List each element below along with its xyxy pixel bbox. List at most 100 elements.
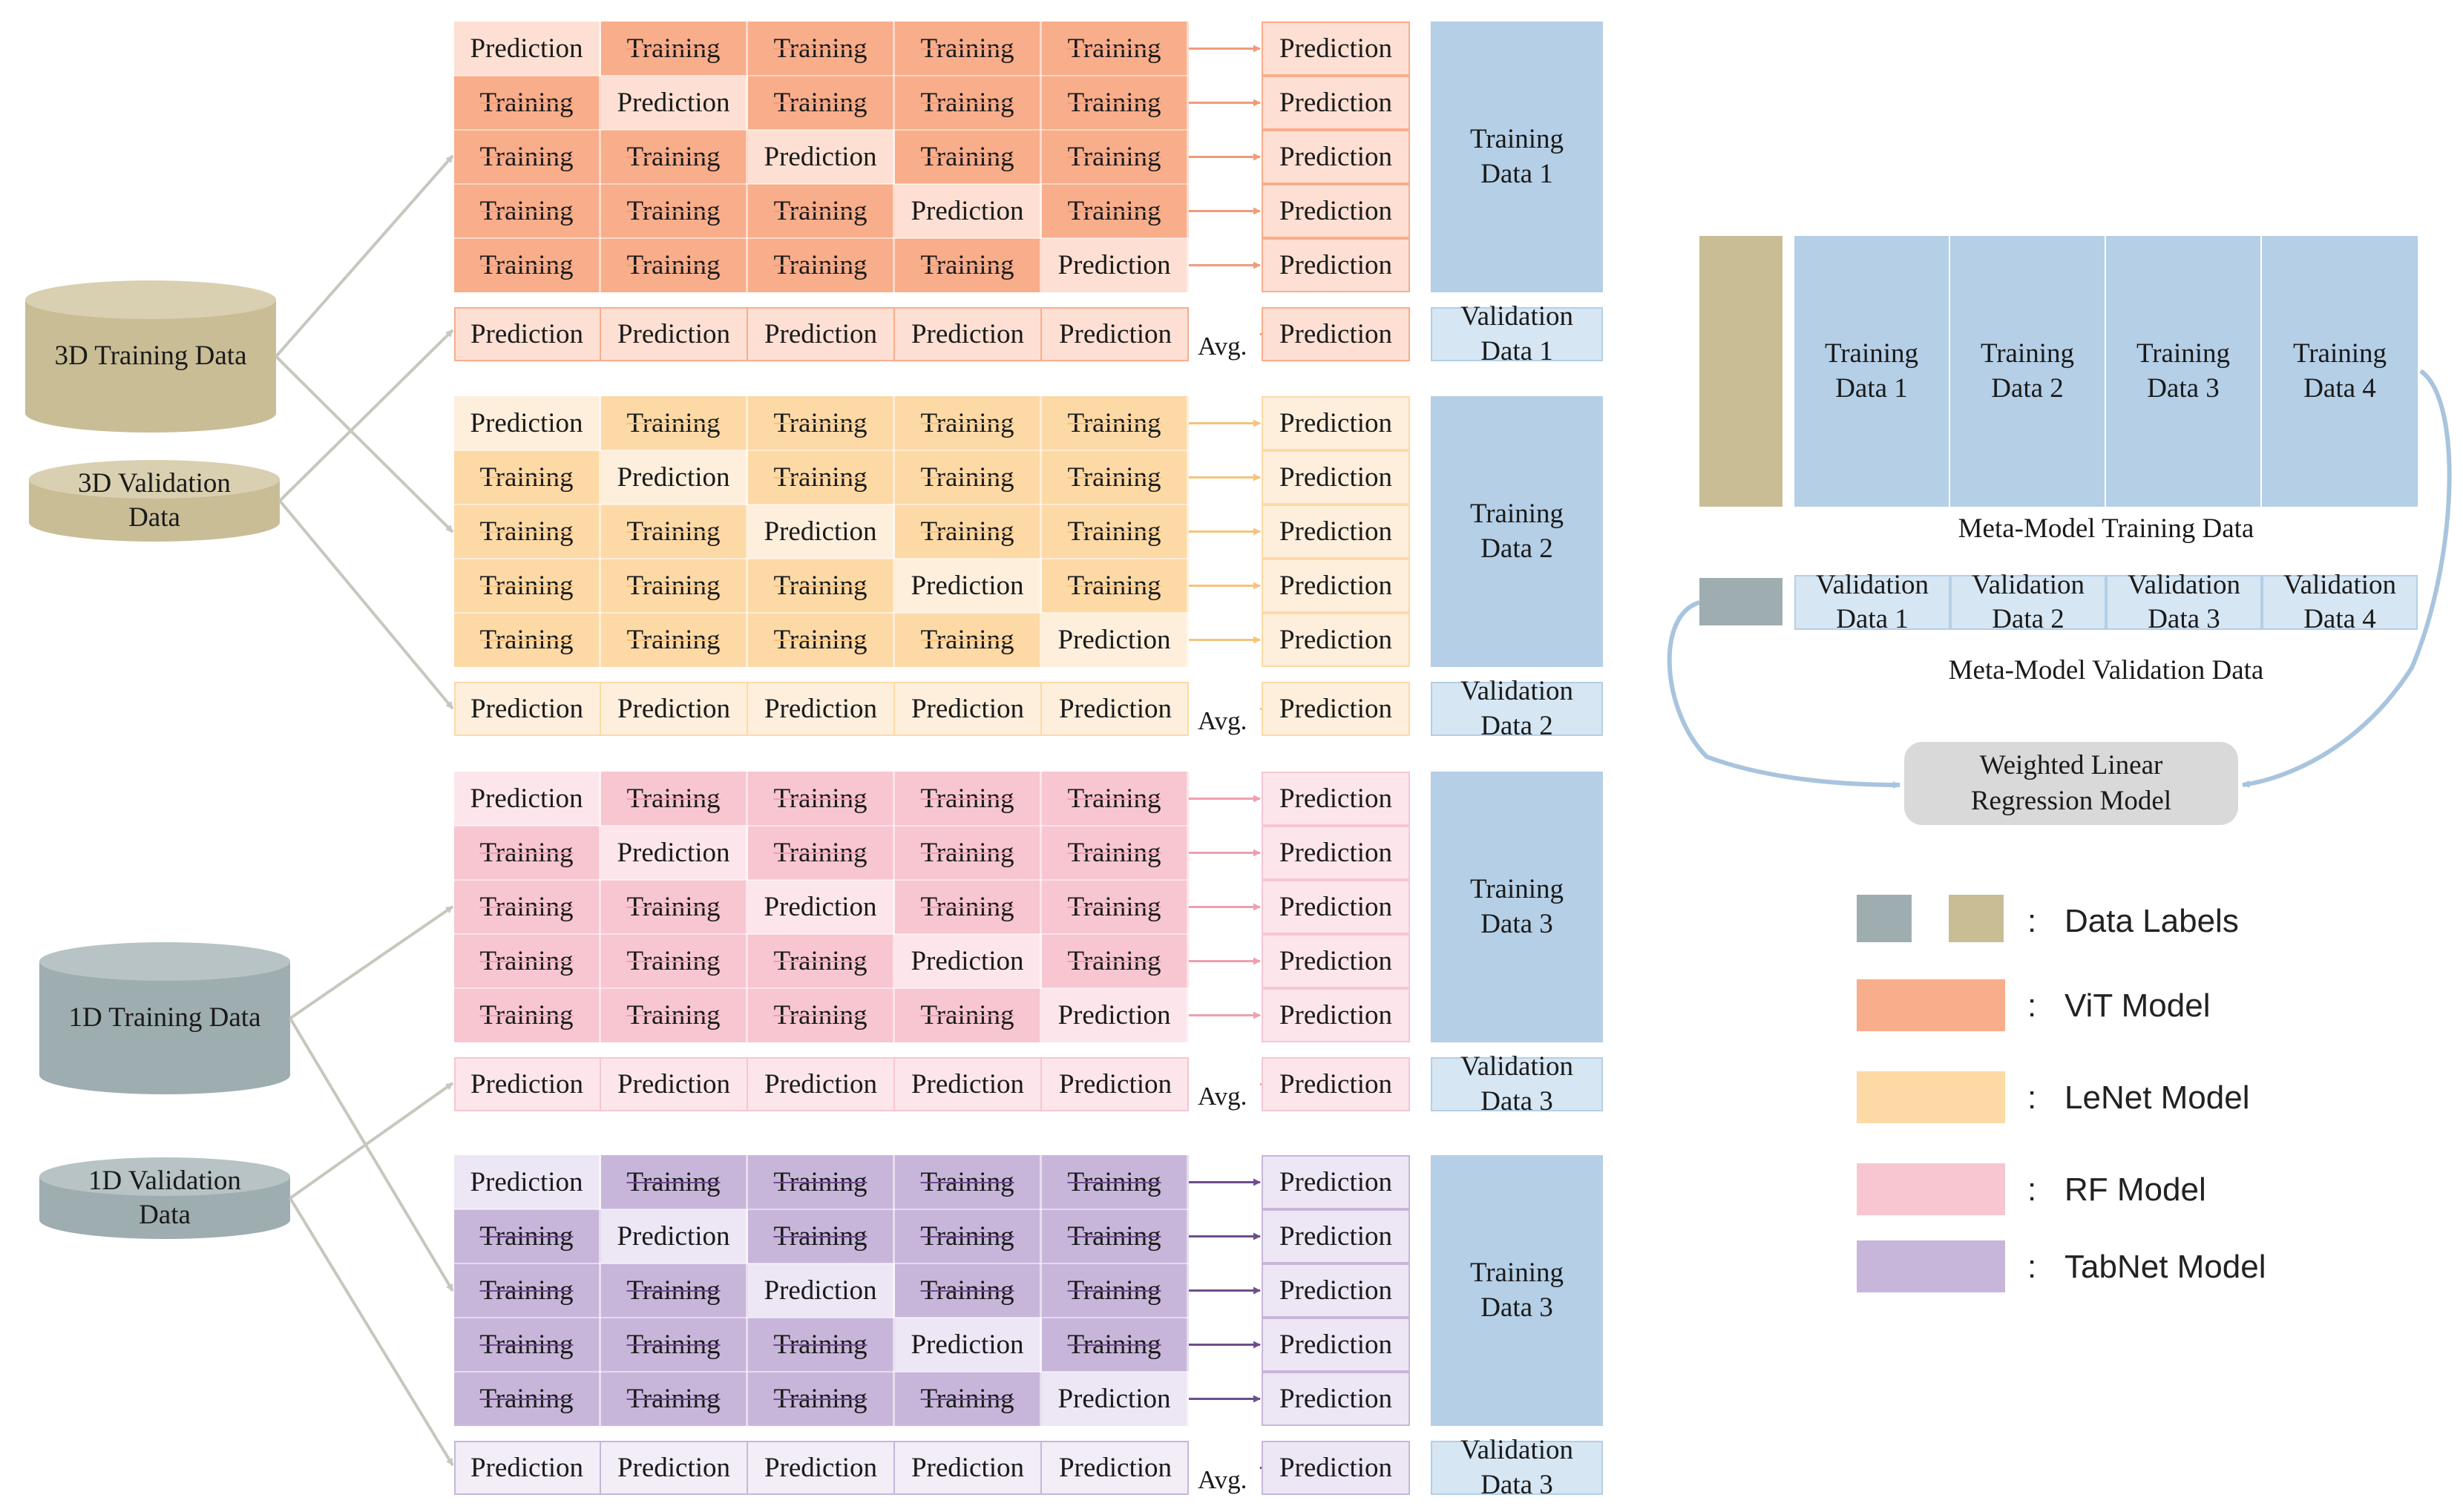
fold-training-cell: Training (1042, 1263, 1189, 1318)
fold-training-cell: Training (601, 184, 748, 238)
meta-validation-cell: Validation Data 3 (2106, 570, 2262, 634)
fold-training-cell: Training (1042, 826, 1189, 880)
fold-output-prediction: Prediction (1262, 504, 1410, 559)
fold-output-prediction: Prediction (1262, 238, 1410, 292)
data-flow-connector (289, 1017, 454, 1292)
fold-training-cell: Training (895, 22, 1042, 76)
row-divider (454, 1317, 1189, 1318)
validation-labels-block (1699, 578, 1783, 625)
validation-row (454, 1057, 1189, 1111)
validation-prediction-cell: Prediction (748, 1057, 895, 1111)
validation-row (454, 307, 1189, 361)
fold-training-cell: Training (748, 559, 895, 613)
validation-prediction-cell: Prediction (895, 307, 1042, 361)
fold-training-cell: Training (601, 613, 748, 667)
fold-training-cell: Training (454, 880, 601, 934)
fold-training-cell: Training (601, 396, 748, 450)
data-flow-connector (278, 499, 454, 710)
legend-label: LeNet Model (2064, 1079, 2250, 1116)
validation-prediction-cell: Prediction (601, 1057, 748, 1111)
legend-colon: : (2027, 1249, 2037, 1285)
fold-prediction-cell: Prediction (1042, 238, 1189, 292)
fold-training-cell: Training (454, 238, 601, 292)
fold-prediction-cell: Prediction (895, 184, 1042, 238)
fold-prediction-cell: Prediction (895, 559, 1042, 613)
fold-training-cell: Training (1042, 504, 1189, 559)
fold-training-cell: Training (1042, 396, 1189, 450)
row-divider (454, 558, 1189, 559)
fold-training-cell: Training (895, 1209, 1042, 1263)
fold-training-cell: Training (601, 988, 748, 1042)
fold-training-cell: Training (454, 130, 601, 184)
fold-prediction-cell: Prediction (748, 504, 895, 559)
fold-prediction-cell: Prediction (454, 396, 601, 450)
cylinder-label: 1D Validation Data (88, 1165, 241, 1230)
fold-training-cell: Training (601, 22, 748, 76)
fold-output-prediction: Prediction (1262, 1263, 1410, 1318)
training-to-regression-arrow (2242, 369, 2452, 788)
averaged-prediction: Prediction (1262, 1441, 1410, 1495)
fold-output-prediction: Prediction (1262, 1209, 1410, 1263)
fold-output-prediction: Prediction (1262, 934, 1410, 988)
fold-training-cell: Training (1042, 1318, 1189, 1372)
fold-training-cell: Training (895, 396, 1042, 450)
validation-prediction-cell: Prediction (748, 1441, 895, 1495)
fold-output-prediction: Prediction (1262, 184, 1410, 238)
fold-training-cell: Training (454, 504, 601, 559)
row-divider (454, 237, 1189, 239)
fold-training-cell: Training (748, 450, 895, 504)
averaged-prediction: Prediction (1262, 1057, 1410, 1111)
validation-prediction-cell: Prediction (454, 682, 601, 736)
data-flow-connector (289, 1082, 454, 1200)
validation-prediction-cell: Prediction (748, 682, 895, 736)
fold-training-cell: Training (601, 1372, 748, 1426)
meta-training-cell: Training Data 2 (1950, 236, 2106, 507)
validation-prediction-cell: Prediction (895, 1441, 1042, 1495)
fold-training-cell: Training (748, 1209, 895, 1263)
fold-training-cell: Training (748, 1372, 895, 1426)
fold-training-cell: Training (454, 1318, 601, 1372)
fold-training-cell: Training (454, 1263, 601, 1318)
row-divider (454, 450, 1189, 451)
fold-training-cell: Training (895, 76, 1042, 130)
legend-label: Data Labels (2064, 903, 2239, 939)
validation-row (454, 682, 1189, 736)
validation-prediction-cell: Prediction (748, 307, 895, 361)
legend-label: RF Model (2064, 1171, 2206, 1208)
fold-training-cell: Training (748, 76, 895, 130)
fold-training-cell: Training (895, 450, 1042, 504)
validation-data-box: Validation Data 3 (1431, 1051, 1603, 1117)
fold-training-cell: Training (748, 988, 895, 1042)
fold-training-cell: Training (895, 613, 1042, 667)
row-divider (454, 825, 1189, 826)
data-flow-connector (275, 355, 454, 533)
fold-training-cell: Training (454, 613, 601, 667)
meta-validation-cell: Validation Data 1 (1794, 570, 1950, 634)
fold-training-cell: Training (895, 238, 1042, 292)
legend-colon: : (2027, 1171, 2037, 1208)
fold-training-cell: Training (1042, 1209, 1189, 1263)
fold-prediction-cell: Prediction (601, 826, 748, 880)
validation-prediction-cell: Prediction (454, 307, 601, 361)
legend-colon: : (2027, 903, 2037, 939)
row-divider (454, 933, 1189, 935)
fold-training-cell: Training (454, 1372, 601, 1426)
fold-training-cell: Training (1042, 772, 1189, 826)
validation-prediction-cell: Prediction (601, 307, 748, 361)
legend-swatch-training-labels (1949, 895, 2004, 942)
fold-training-cell: Training (601, 1155, 748, 1209)
cylinder-top (39, 1157, 290, 1196)
fold-training-cell: Training (748, 772, 895, 826)
fold-training-cell: Training (601, 559, 748, 613)
validation-prediction-cell: Prediction (1058, 694, 1173, 724)
validation-row (454, 1441, 1189, 1495)
legend-colon: : (2027, 987, 2037, 1024)
fold-output-prediction: Prediction (1262, 988, 1410, 1042)
fold-output-prediction: Prediction (1262, 22, 1410, 76)
fold-training-cell: Training (454, 184, 601, 238)
fold-output-prediction: Prediction (1262, 130, 1410, 184)
cylinder-label: 3D Validation Data (78, 467, 231, 533)
